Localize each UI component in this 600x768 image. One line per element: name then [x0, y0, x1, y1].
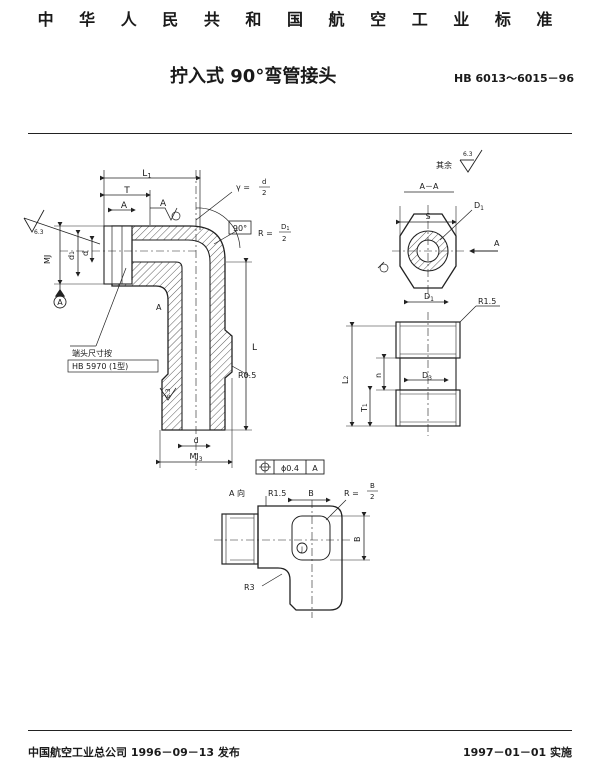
rest-roughness-value: 6.3 — [463, 151, 473, 158]
tolerance-value: ϕ0.4 — [281, 464, 299, 473]
section-A-label: A — [156, 303, 162, 312]
radius-d1-numerator: D1 — [281, 223, 290, 232]
dim-n-label: n — [374, 373, 383, 378]
view-a-radius-B-numerator: B — [370, 482, 375, 490]
gamma-label: γ = — [236, 183, 250, 192]
dim-d1-label: d1 — [67, 251, 76, 260]
roughness-value-side: 6.3 — [165, 388, 172, 398]
view-a-radius-B-label: R = — [344, 489, 359, 498]
main-view — [23, 170, 252, 470]
dim-MJ3-label: MJ3 — [189, 452, 202, 463]
radius-d1-denominator: 2 — [282, 235, 286, 243]
standard-header: 中 华 人 民 共 和 国 航 空 工 业 标 准 — [37, 10, 563, 29]
position-tolerance-frame: ϕ0.4 A — [255, 459, 325, 475]
view-a-dim-B-side: B — [353, 537, 362, 543]
radius-d1-label: R = — [258, 229, 273, 238]
view-a-radius-R3: R3 — [244, 583, 255, 592]
bottom-rule — [28, 730, 572, 731]
view-a-J-label: J — [300, 546, 303, 553]
dim-S-label: S — [425, 212, 430, 221]
dim-T-label: T — [123, 186, 130, 196]
section-AA-label: A－A — [420, 182, 439, 191]
section-view — [346, 149, 500, 436]
tolerance-datum: A — [312, 464, 318, 473]
view-a-radius-B-denominator: 2 — [370, 493, 374, 501]
dim-L1-label: L1 — [142, 169, 151, 180]
gamma-numerator: d — [262, 178, 266, 186]
implement-date: 1997－01－01 实施 — [462, 746, 572, 759]
end-size-note-line1: 端头尺寸按 — [72, 348, 112, 358]
dim-A-label: A — [121, 201, 128, 211]
dim-D1-mid-label: D1 — [424, 292, 434, 303]
dim-bottom-d-label: d — [193, 436, 198, 445]
dim-MJ-label: MJ — [43, 255, 52, 264]
end-size-note-line2: HB 5970 (1型) — [72, 362, 128, 371]
dim-L-label: L — [252, 343, 257, 353]
arrow-A-label: A — [494, 239, 500, 248]
document-title: 拧入式 90°弯管接头 — [170, 66, 337, 87]
view-A-marker: A — [160, 199, 167, 209]
roughness-value-main: 6.3 — [34, 229, 44, 236]
angle-90-label: 90° — [233, 224, 247, 233]
radius-R15-label: R1.5 — [478, 297, 496, 306]
gamma-denominator: 2 — [262, 189, 266, 197]
rest-roughness-text: 其余 — [436, 160, 452, 170]
radius-R05-label: R0.5 — [238, 371, 256, 380]
dim-L2-label: L2 — [341, 376, 350, 384]
dim-D3-label: D3 — [422, 371, 432, 382]
dim-d-label: d — [81, 251, 90, 256]
dim-T1-label: T1 — [360, 403, 369, 413]
view-a-radius-R15: R1.5 — [268, 489, 286, 498]
top-rule — [28, 133, 572, 134]
view-a — [214, 496, 370, 618]
dim-D1-top-label: D1 — [474, 201, 484, 212]
publish-info: 中国航空工业总公司 1996－09－13 发布 — [28, 746, 240, 759]
view-a-label: A 向 — [229, 488, 245, 498]
datum-A-label: A — [57, 298, 63, 307]
view-a-dim-B-top: B — [308, 489, 314, 498]
standard-code: HB 6013～6015－96 — [454, 72, 574, 85]
